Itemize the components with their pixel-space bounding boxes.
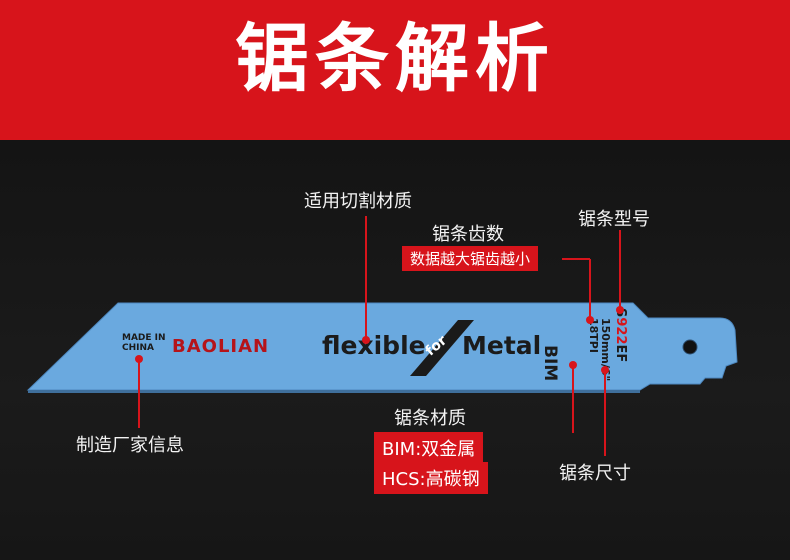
callout-dot-maker <box>135 355 143 363</box>
callout-material-bim: BIM:双金属 <box>374 432 484 464</box>
made-in-line-2: CHINA <box>122 343 154 353</box>
brand-label: BAOLIAN <box>172 336 270 357</box>
slogan-slash-box <box>410 320 474 376</box>
callout-teeth: 锯条齿数 <box>432 224 504 245</box>
blade-hole <box>682 339 698 355</box>
page-title: 锯条解析 <box>235 16 555 102</box>
callout-dot-material-applicable <box>362 336 370 344</box>
slogan-metal: Metal <box>462 331 541 360</box>
blade-teeth <box>28 390 640 393</box>
callout-material-applicable: 适用切割材质 <box>304 191 412 212</box>
slogan-metal-text: Metal <box>462 331 542 360</box>
callout-size: 锯条尺寸 <box>559 463 631 484</box>
slogan-flexible: flexible <box>322 331 426 360</box>
title-banner: 锯条解析 <box>0 0 790 140</box>
callout-model: 锯条型号 <box>578 209 650 230</box>
callout-teeth-note: 数据越大锯齿越小 <box>402 246 539 271</box>
callout-dot-size <box>601 366 609 374</box>
made-in-label: MADE IN CHINA <box>122 333 166 353</box>
callout-dot-model <box>616 306 624 314</box>
callout-material-hcs: HCS:高碳钢 <box>374 462 488 494</box>
made-in-line-1: MADE IN <box>122 333 166 343</box>
callout-material: 锯条材质 <box>394 408 466 429</box>
callout-dot-material <box>569 361 577 369</box>
saw-blade <box>26 302 738 391</box>
callout-dot-teeth <box>586 316 594 324</box>
callout-maker: 制造厂家信息 <box>76 435 184 456</box>
